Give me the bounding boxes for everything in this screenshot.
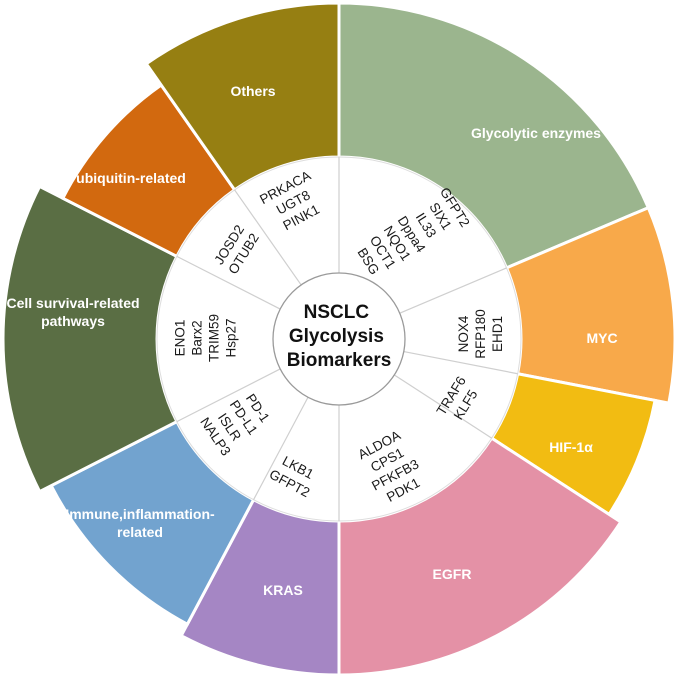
inner-spokes (176, 157, 518, 521)
center-title: NSCLC Glycolysis Biomarkers (287, 302, 392, 371)
segment-category-label: KRAS (263, 582, 303, 598)
segment-divider (234, 189, 302, 286)
segment-category-label: HIF-1α (549, 439, 593, 455)
segment-category-label-line: related (117, 524, 163, 540)
segment-category-label-line: Others (230, 83, 275, 99)
segment-divider (176, 368, 281, 423)
segment-category-label: MYC (586, 330, 617, 346)
segment-category-label: Cell survival-related pathways (6, 295, 139, 329)
segment-divider (394, 374, 492, 439)
gene-label: Hsp27 (224, 318, 239, 357)
gene-label: Barx2 (190, 320, 205, 355)
segment-category-label-line: MYC (586, 330, 617, 346)
segment-category-label-line: Cell survival-related (6, 295, 139, 311)
segment-category-label: EGFR (433, 566, 472, 582)
segment-category-label-line: ubiquitin-related (76, 170, 186, 186)
gene-label: RFP180 (473, 309, 488, 359)
segment-category-label-line: KRAS (263, 582, 303, 598)
segment-category-label: Immune,inflammation-related (65, 506, 215, 540)
center-title-line: Biomarkers (287, 350, 392, 371)
segment-category-label-line: EGFR (433, 566, 472, 582)
segment-divider (399, 267, 507, 314)
gene-label: ENO1 (173, 320, 188, 357)
center-disk (272, 272, 406, 406)
segment-category-label: Others (230, 83, 275, 99)
segment-divider (403, 351, 518, 375)
segment-category-label-line: Glycolytic enzymes (471, 125, 601, 141)
segment-category-label: ubiquitin-related (76, 170, 186, 186)
segment-divider (176, 255, 281, 310)
center-title-line: NSCLC (304, 302, 370, 323)
gene-label: NOX4 (456, 315, 471, 352)
gene-label: TRIM59 (207, 314, 222, 362)
segment-category-label-line: Immune,inflammation- (65, 506, 215, 522)
gene-label: EHD1 (490, 316, 505, 352)
segment-category-label-line: HIF-1α (549, 439, 593, 455)
segment-category-label-line: pathways (41, 313, 105, 329)
segment-divider (253, 396, 309, 500)
segment-category-label: Glycolytic enzymes (471, 125, 601, 141)
center-title-line: Glycolysis (289, 326, 384, 347)
